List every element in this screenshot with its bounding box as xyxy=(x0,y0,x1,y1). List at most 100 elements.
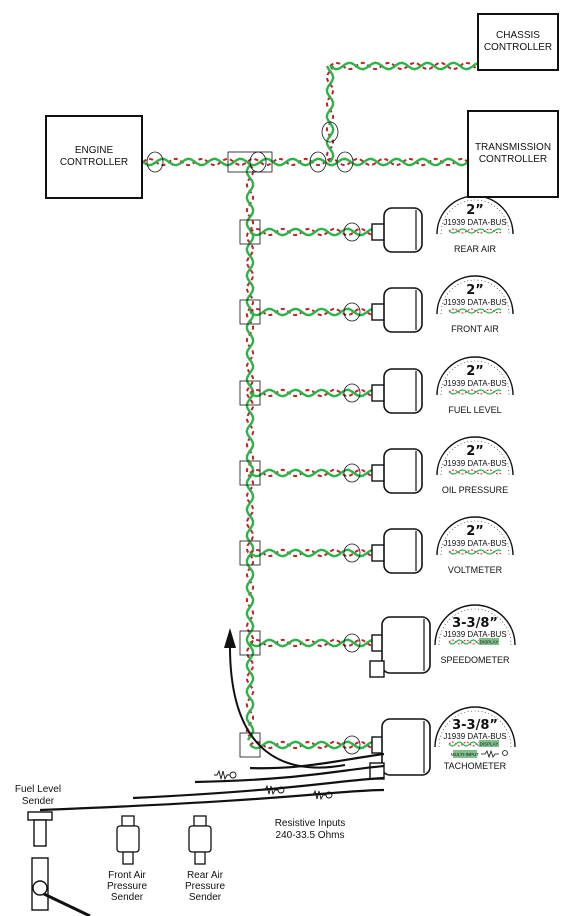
gauge-branch-0-green-wire xyxy=(249,227,373,237)
gauge-branch-1-red-wire xyxy=(249,307,373,317)
gauge-branch-5-green-wire xyxy=(249,638,373,648)
fuel-sender-arm xyxy=(43,892,91,916)
gauge-lower-plug-5 xyxy=(369,660,385,678)
engine-controller-label-2: CONTROLLER xyxy=(59,157,129,168)
dial-outline-2 xyxy=(436,356,514,396)
dial-extra-bg-6 xyxy=(453,750,477,758)
front-air-sender-body xyxy=(116,825,140,853)
trunk-tee-2 xyxy=(239,380,261,406)
dial-mini-pair-0 xyxy=(448,228,502,234)
dial-mini-red-1 xyxy=(448,308,502,314)
dial-size-3: 2” xyxy=(466,444,484,459)
branch-to-chassis-vertical-green-wire xyxy=(325,65,335,163)
gauge-name-3: OIL PRESSURE xyxy=(442,485,508,495)
dial-bus-label-2: J1939 DATA-BUS xyxy=(443,379,506,388)
gauge-name-5: SPEEDOMETER xyxy=(440,655,510,665)
dial-size-5: 3-3/8” xyxy=(452,616,498,631)
dial-size-4: 2” xyxy=(466,524,484,539)
dial-mini-pair-3 xyxy=(448,469,502,475)
gauge-branch-2-green-wire xyxy=(249,388,373,398)
gauge-branch-3-green-wire xyxy=(249,468,373,478)
signal-flow-arrowhead xyxy=(224,628,236,648)
branch-to-chassis-horizontal xyxy=(329,61,479,71)
dial-tick-arc-5 xyxy=(438,608,512,646)
gauge-branch-4-green-wire xyxy=(249,548,373,558)
dial-extra-6: MULTI-INPUT xyxy=(451,752,479,757)
gauge-name-2: FUEL LEVEL xyxy=(448,405,501,415)
fuel-sender-tube xyxy=(33,819,47,847)
gauge-branch-6-red-wire xyxy=(249,740,373,750)
fuel-sender-flange xyxy=(27,811,53,821)
front-air-sender-thread xyxy=(122,851,134,865)
gauge-connector-loop-1 xyxy=(343,302,361,322)
dial-mini-red-4 xyxy=(448,549,502,555)
tach-input-wire-2 xyxy=(132,776,385,800)
tach-input-wire-1 xyxy=(194,764,385,784)
dial-mini-green-4 xyxy=(448,549,502,555)
rear-air-sender-body xyxy=(188,825,212,853)
trunk-tee-0 xyxy=(239,219,261,245)
trunk-tee-5 xyxy=(239,630,261,656)
gauge-body-2 xyxy=(383,368,423,414)
gauge-connector-loop-6 xyxy=(343,735,361,755)
front-air-sender-label-3: Sender xyxy=(111,892,144,903)
dial-mini-pair-2 xyxy=(448,389,502,395)
tach-input-wire-0 xyxy=(249,752,385,770)
transmission-controller-box: TRANSMISSION CONTROLLER xyxy=(467,110,559,198)
backbone-engine-to-transmission xyxy=(142,157,469,167)
backbone-engine-to-transmission-red-wire xyxy=(142,157,469,167)
branch-to-chassis-vertical xyxy=(325,65,335,163)
gauge-branch-1-green-wire xyxy=(249,307,373,317)
dial-mini-pair-1 xyxy=(448,308,502,314)
branch-to-chassis-horizontal-green-wire xyxy=(329,61,479,71)
dial-outline-3 xyxy=(436,436,514,476)
gauge-branch-5-red-wire xyxy=(249,638,373,648)
front-air-sender-label-1: Front Air xyxy=(108,870,146,881)
gauge-branch-6 xyxy=(249,740,373,750)
trunk-tee-4 xyxy=(239,540,261,566)
ohm-symbol-1 xyxy=(277,786,285,794)
dial-outline-6 xyxy=(434,706,516,748)
dial-mini-red-0 xyxy=(448,228,502,234)
gauge-connector-loop-0 xyxy=(343,222,361,242)
gauge-branch-3 xyxy=(249,468,373,478)
backbone-engine-to-transmission-green-wire xyxy=(142,157,469,167)
gauge-connector-loop-2 xyxy=(343,383,361,403)
gauge-branch-4-red-wire xyxy=(249,548,373,558)
dial-bus-label-6: J1939 DATA-BUS xyxy=(443,732,506,741)
dial-tick-arc-3 xyxy=(440,440,510,476)
backbone-junction-block xyxy=(227,151,273,173)
gauge-name-4: VOLTMETER xyxy=(448,565,503,575)
connector-loop-3 xyxy=(321,121,339,143)
dial-bus-label-3: J1939 DATA-BUS xyxy=(443,459,506,468)
dial-outline-5 xyxy=(434,604,516,646)
ohm-symbol-0 xyxy=(229,771,237,779)
rear-air-sender-label-2: Pressure xyxy=(185,881,225,892)
resistor-symbol-2 xyxy=(310,789,326,801)
resistor-symbol-1 xyxy=(262,784,278,796)
gauge-branch-5 xyxy=(249,638,373,648)
rear-air-sender-thread xyxy=(194,851,206,865)
dial-resistor-symbol-6 xyxy=(481,749,499,759)
gauge-name-0: REAR AIR xyxy=(454,244,497,254)
chassis-controller-box: CHASSIS CONTROLLER xyxy=(477,13,559,71)
dial-size-1: 2” xyxy=(466,283,484,298)
engine-controller-box: ENGINE CONTROLLER xyxy=(45,115,143,199)
dial-tick-arc-4 xyxy=(440,520,510,556)
gauge-trunk-vertical xyxy=(245,164,255,741)
trunk-tee-3 xyxy=(239,460,261,486)
dial-bus-label-5: J1939 DATA-BUS xyxy=(443,630,506,639)
gauge-name-1: FRONT AIR xyxy=(451,324,499,334)
trunk-tee-1 xyxy=(239,299,261,325)
connector-loop-1 xyxy=(309,151,327,173)
rear-air-sender-label-3: Sender xyxy=(189,892,222,903)
gauge-connector-loop-3 xyxy=(343,463,361,483)
gauge-body-4 xyxy=(383,528,423,574)
gauge-branch-2-red-wire xyxy=(249,388,373,398)
dial-mini-red-2 xyxy=(448,389,502,395)
dial-badge-6: DISPLAY xyxy=(480,742,499,747)
dial-bus-label-0: J1939 DATA-BUS xyxy=(443,218,506,227)
connector-loop-2 xyxy=(336,151,354,173)
connector-loop-4 xyxy=(249,151,267,173)
